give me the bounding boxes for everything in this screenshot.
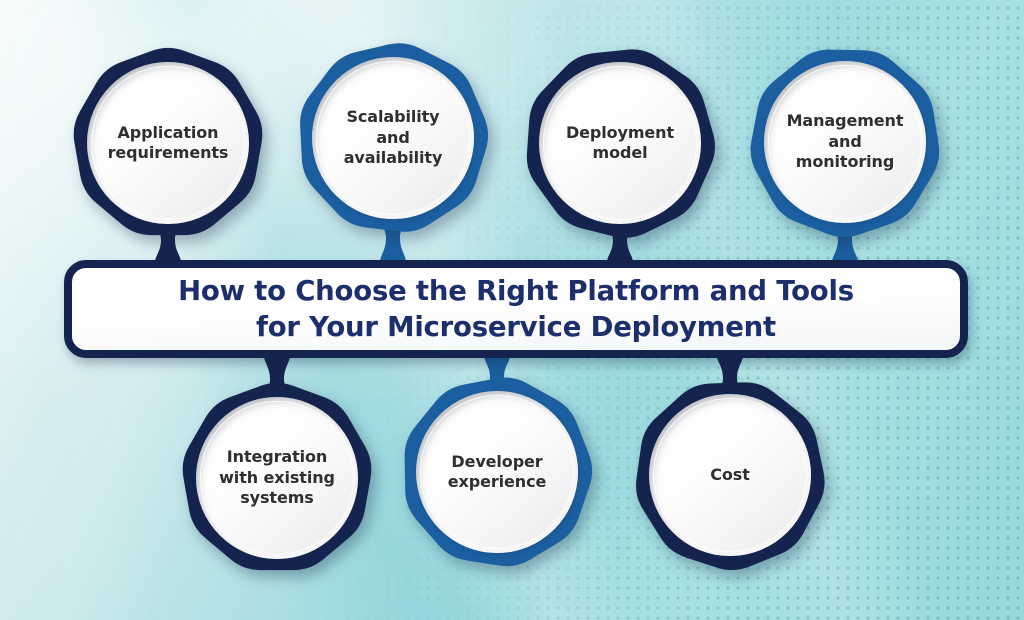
node-label-line: model bbox=[592, 143, 648, 162]
node-label: Cost bbox=[660, 465, 800, 485]
node-label-line: experience bbox=[447, 472, 547, 491]
node-label-line: monitoring bbox=[795, 152, 895, 172]
node-label-line: Cost bbox=[710, 464, 750, 484]
node-label-line: with existing bbox=[219, 467, 335, 487]
node-label-line: availability bbox=[343, 148, 443, 168]
node-label-line: and bbox=[376, 127, 410, 147]
node-label-line: Developer bbox=[451, 451, 543, 471]
node-disc: Cost bbox=[649, 394, 811, 556]
node-label-line: Management bbox=[786, 111, 904, 131]
node-label-line: Scalability bbox=[346, 107, 440, 127]
node-label-line: and bbox=[828, 131, 862, 151]
center-title-banner: How to Choose the Right Platform and Too… bbox=[64, 260, 968, 358]
title-line-2: for Your Microservice Deployment bbox=[255, 311, 777, 343]
page-title: How to Choose the Right Platform and Too… bbox=[178, 273, 854, 346]
node-cost: Cost bbox=[630, 375, 830, 575]
node-label-line: Application bbox=[117, 122, 219, 142]
node-label-line: Deployment bbox=[565, 122, 675, 142]
node-label-line: systems bbox=[240, 488, 314, 508]
title-line-1: How to Choose the Right Platform and Too… bbox=[178, 274, 854, 307]
node-label-line: Integration bbox=[226, 447, 328, 467]
node-label-line: requirements bbox=[107, 143, 229, 162]
